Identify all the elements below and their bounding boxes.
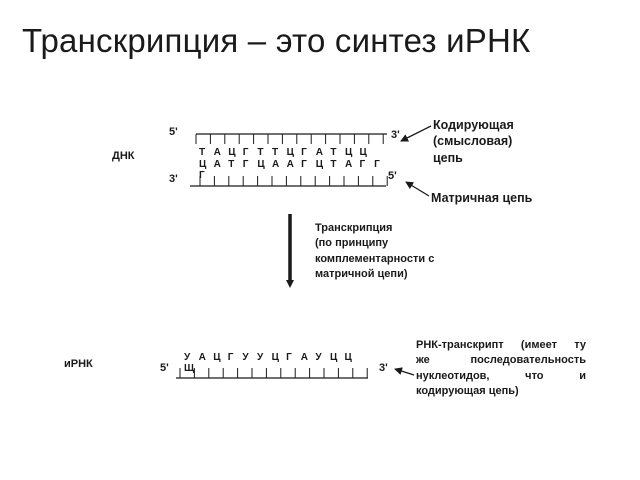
nucleotide: Г (242, 147, 249, 158)
nucleotide: Ц (286, 147, 294, 158)
nucleotide: Г (227, 352, 234, 363)
nucleotide: У (242, 352, 249, 363)
coding-strand-annotation: Кодирующая (смысловая) цепь (433, 118, 514, 165)
nucleotide: Ц (257, 159, 265, 170)
transcription-caption: Транскрипция (по принципу комплементарно… (315, 222, 435, 281)
mrna-5-prime: 5' (160, 362, 169, 374)
nucleotide: Ц (344, 147, 353, 158)
template-strand-3-prime: 3' (169, 173, 178, 185)
nucleotide: У (184, 352, 191, 363)
nucleotide: У (315, 352, 322, 363)
nucleotide: Г (301, 147, 307, 158)
mrna-overflow: Щ (184, 363, 195, 374)
nucleotide: Ц (329, 352, 338, 363)
mrna-label: иРНК (64, 358, 93, 370)
mrna-arrow (394, 367, 415, 376)
dna-label: ДНК (112, 150, 135, 162)
nucleotide: А (315, 147, 323, 158)
nucleotide: Г (359, 159, 366, 170)
mrna-ticks (179, 368, 368, 378)
mrna-annotation: РНК-транскрипт (имеет ту же последовател… (416, 339, 586, 398)
template-strand-5-prime: 5' (388, 170, 397, 182)
nucleotide: А (344, 159, 353, 170)
nucleotide: А (213, 159, 221, 170)
coding-strand-ticks (195, 134, 384, 144)
nucleotide: Г (286, 352, 292, 363)
nucleotide: Т (228, 159, 235, 170)
nucleotide: Ц (199, 159, 207, 170)
nucleotide: Т (330, 147, 337, 158)
template-strand-arrow (405, 181, 430, 197)
nucleotide: Т (257, 147, 264, 158)
nucleotide: Г (301, 159, 307, 170)
nucleotide: Г (374, 159, 380, 170)
nucleotide: Ц (359, 147, 367, 158)
coding-strand-arrow (400, 125, 432, 142)
nucleotide: У (256, 352, 264, 363)
nucleotide: Ц (344, 352, 352, 363)
nucleotide: Ц (228, 147, 236, 158)
nucleotide: Ц (271, 352, 279, 363)
nucleotide: А (271, 159, 280, 170)
nucleotide: Т (199, 147, 206, 158)
nucleotide: А (286, 159, 294, 170)
template-strand-annotation: Матричная цепь (431, 191, 533, 205)
mrna-3-prime: 3' (379, 362, 388, 374)
transcription-arrow-head (286, 280, 294, 288)
template-strand-overflow: Г (199, 170, 205, 181)
coding-strand-3-prime: 3' (391, 129, 400, 141)
nucleotide: А (300, 352, 308, 363)
nucleotide: Т (271, 147, 279, 158)
nucleotide: А (198, 352, 206, 363)
page-title: Транскрипция – это синтез иРНК (22, 22, 531, 59)
nucleotide: Т (330, 159, 337, 170)
nucleotide: А (213, 147, 221, 158)
nucleotide: Г (242, 159, 249, 170)
nucleotide: Ц (315, 159, 324, 170)
nucleotide: Ц (213, 352, 221, 363)
template-strand-ticks (199, 176, 388, 186)
coding-strand-5-prime: 5' (169, 126, 178, 138)
